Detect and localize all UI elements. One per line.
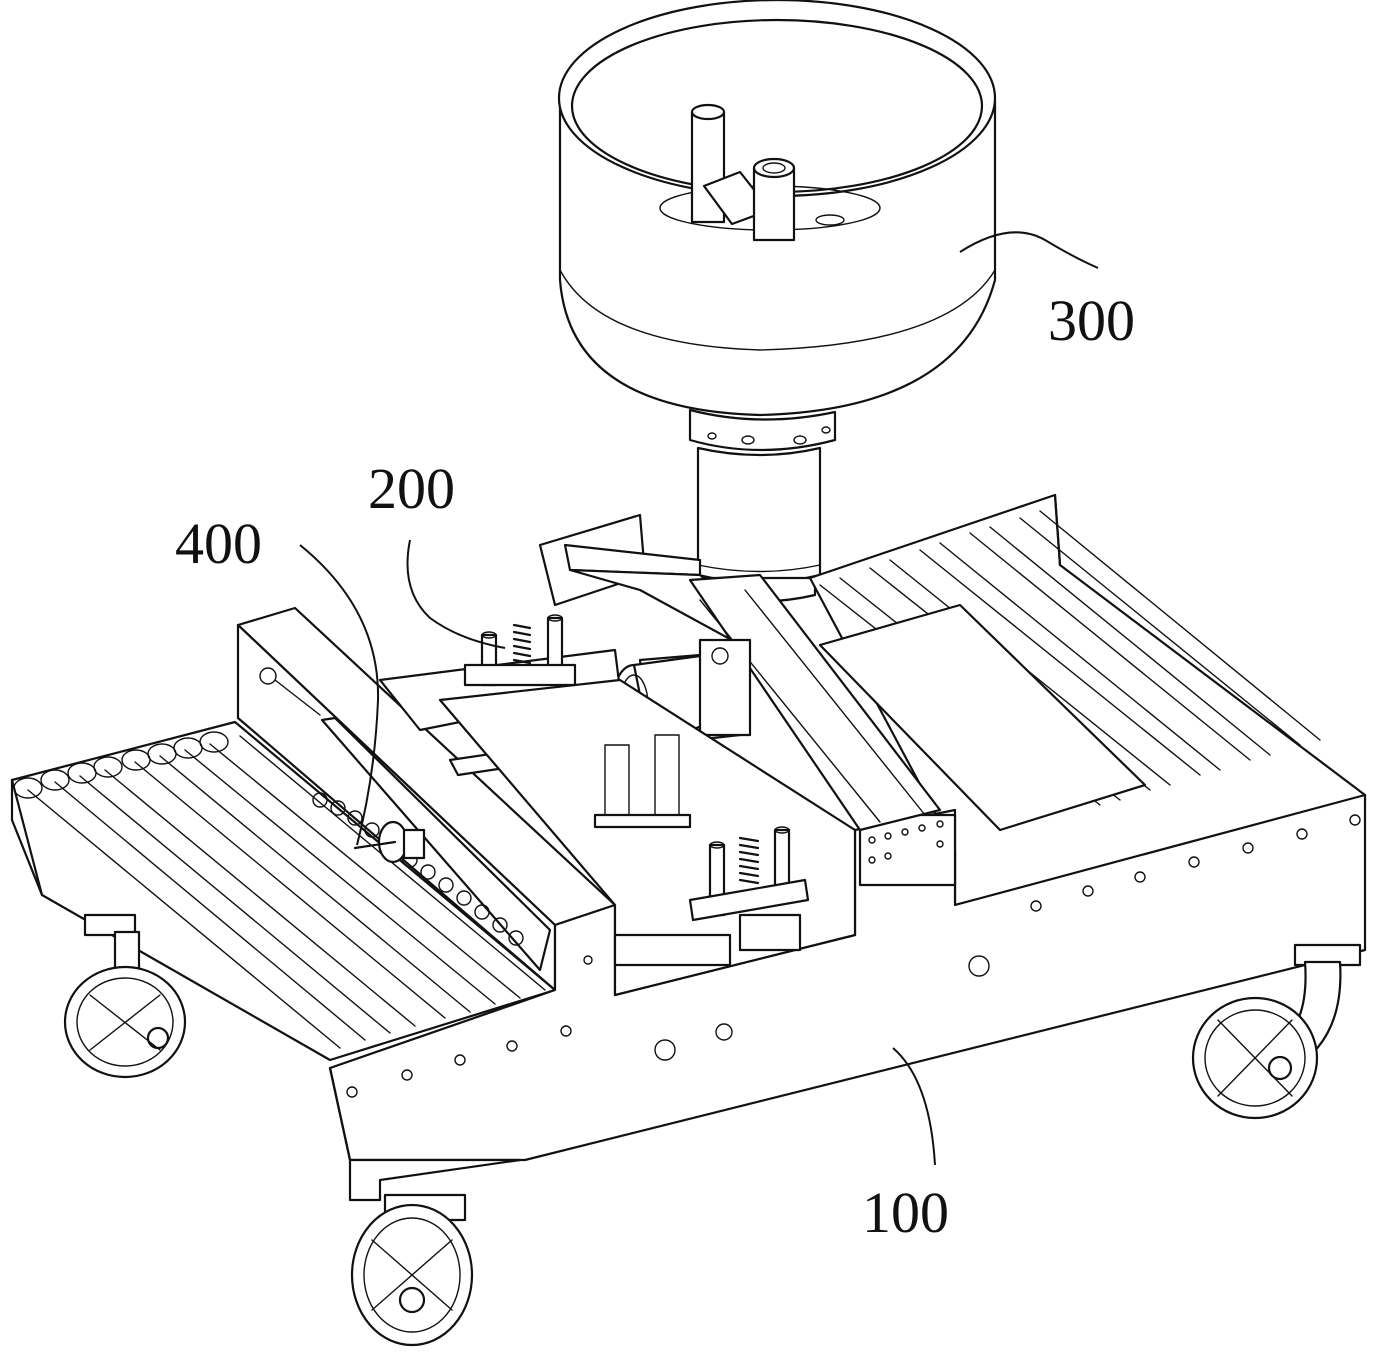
cart-frame <box>10 493 1367 1202</box>
ref-label-200: 200 <box>368 456 455 521</box>
leader-300 <box>959 231 1099 269</box>
ref-label-300: 300 <box>1048 288 1135 353</box>
chain-adjuster <box>259 667 552 972</box>
leader-100 <box>892 1047 936 1166</box>
leader-200 <box>406 539 506 649</box>
wheel-rear-left <box>63 913 187 1079</box>
leader-400 <box>299 544 380 846</box>
wheel-front-left <box>350 1193 474 1347</box>
ref-label-400: 400 <box>175 511 262 576</box>
ref-label-100: 100 <box>862 1180 949 1245</box>
hopper-bowl <box>557 0 997 417</box>
hopper-column <box>688 408 837 603</box>
wheel-right <box>1191 943 1362 1120</box>
cutting-assembly <box>378 513 942 997</box>
